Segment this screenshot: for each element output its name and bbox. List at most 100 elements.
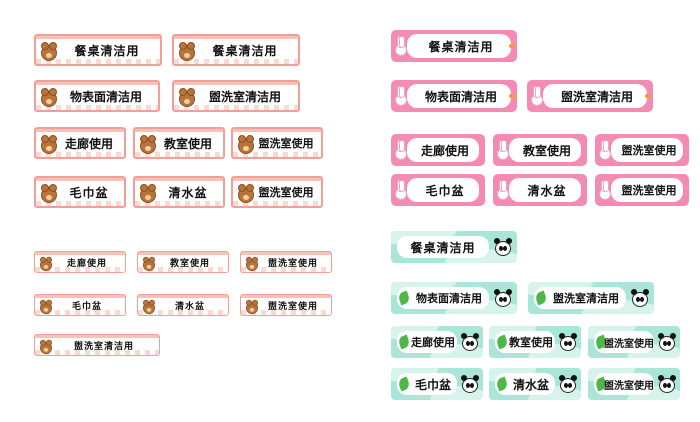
rabbit-label: 教室使用 (493, 134, 587, 166)
rabbit-face-icon (395, 140, 407, 160)
rabbit-label: 盥洗室使用 (595, 134, 689, 166)
carrot-icon (645, 94, 651, 98)
label-text: 物表面清洁用 (416, 292, 482, 305)
label-text: 物表面清洁用 (69, 89, 142, 104)
rabbit-label: 餐桌清洁用 (391, 30, 517, 62)
label-text: 盥洗室使用 (267, 258, 318, 269)
bear-label: 清水盆 (133, 176, 225, 208)
bear-label: 盥洗室使用 (231, 127, 323, 159)
bear-label: 餐桌清洁用 (172, 34, 300, 66)
bear-face-icon (238, 135, 254, 154)
label-text: 盥洗室使用 (267, 301, 318, 312)
label-text: 物表面清洁用 (424, 89, 497, 104)
bear-face-icon (40, 299, 52, 314)
label-text: 餐桌清洁用 (428, 39, 494, 54)
bear-label-small: 毛巾盆 (34, 294, 126, 316)
label-text: 盥洗室使用 (258, 186, 314, 199)
rabbit-label: 清水盆 (493, 174, 587, 206)
panda-label: 餐桌清洁用 (391, 231, 517, 263)
bear-face-icon (40, 256, 52, 271)
label-text: 清水盆 (174, 301, 205, 312)
label-text: 教室使用 (169, 258, 210, 269)
panda-face-icon (494, 238, 512, 256)
rabbit-face-icon (599, 140, 611, 160)
bear-label-small: 教室使用 (137, 251, 229, 273)
bear-face-icon (143, 256, 155, 271)
panda-label: 走廊使用 (391, 326, 483, 358)
panda-face-icon (461, 333, 479, 351)
label-text: 盥洗室清洁用 (73, 341, 134, 352)
label-text: 毛巾盆 (71, 301, 102, 312)
bear-label-small: 走廊使用 (34, 251, 126, 273)
bear-label-small: 盥洗室使用 (240, 251, 332, 273)
label-text: 餐桌清洁用 (410, 240, 476, 255)
label-text: 走廊使用 (66, 258, 107, 269)
panda-face-icon (494, 289, 512, 307)
bear-label-small: 盥洗室清洁用 (34, 334, 160, 356)
label-text: 毛巾盆 (69, 185, 109, 200)
label-text: 清水盆 (168, 185, 208, 200)
bear-label-small: 清水盆 (137, 294, 229, 316)
label-text: 教室使用 (163, 136, 212, 151)
bear-label: 走廊使用 (34, 127, 126, 159)
bear-face-icon (246, 256, 258, 271)
label-text: 清水盆 (527, 183, 567, 198)
label-text: 清水盆 (512, 377, 549, 392)
bear-face-icon (238, 184, 254, 203)
rabbit-face-icon (531, 86, 543, 106)
label-text: 餐桌清洁用 (74, 43, 140, 58)
rabbit-face-icon (497, 180, 509, 200)
panda-label: 清水盆 (489, 368, 581, 400)
label-text: 教室使用 (509, 336, 553, 349)
label-text: 盥洗室使用 (621, 144, 677, 157)
label-text: 盥洗室清洁用 (560, 89, 633, 104)
label-text: 走廊使用 (420, 143, 469, 158)
bear-face-icon (179, 88, 195, 107)
panda-label: 毛巾盆 (391, 368, 483, 400)
bear-face-icon (140, 135, 156, 154)
bear-face-icon (41, 135, 57, 154)
label-text: 毛巾盆 (414, 377, 451, 392)
label-text: 盥洗室使用 (604, 380, 654, 392)
rabbit-label: 盥洗室使用 (595, 174, 689, 206)
panda-face-icon (559, 333, 577, 351)
label-text: 走廊使用 (64, 136, 113, 151)
panda-face-icon (631, 289, 649, 307)
bear-face-icon (41, 184, 57, 203)
panda-face-icon (658, 333, 676, 351)
rabbit-label: 物表面清洁用 (391, 80, 517, 112)
label-text: 盥洗室清洁用 (553, 292, 619, 305)
panda-label: 盥洗室使用 (588, 368, 680, 400)
label-text: 盥洗室使用 (621, 184, 677, 197)
label-text: 教室使用 (522, 143, 571, 158)
label-text: 盥洗室使用 (604, 338, 654, 350)
rabbit-face-icon (395, 86, 407, 106)
rabbit-face-icon (599, 180, 611, 200)
bear-face-icon (40, 339, 52, 354)
bear-face-icon (179, 42, 195, 61)
panda-face-icon (461, 375, 479, 393)
rabbit-label: 盥洗室清洁用 (527, 80, 653, 112)
bear-face-icon (143, 299, 155, 314)
bear-face-icon (246, 299, 258, 314)
bear-face-icon (41, 42, 57, 61)
label-text: 走廊使用 (411, 336, 455, 349)
bear-label: 盥洗室清洁用 (172, 80, 300, 112)
carrot-icon (509, 94, 515, 98)
bear-face-icon (140, 184, 156, 203)
panda-face-icon (658, 375, 676, 393)
bear-label: 盥洗室使用 (231, 176, 323, 208)
carrot-icon (509, 44, 515, 48)
label-text: 盥洗室使用 (258, 137, 314, 150)
rabbit-face-icon (395, 36, 407, 56)
label-text: 餐桌清洁用 (212, 43, 278, 58)
rabbit-face-icon (395, 180, 407, 200)
rabbit-label: 毛巾盆 (391, 174, 485, 206)
bear-label: 餐桌清洁用 (34, 34, 162, 66)
label-text: 盥洗室清洁用 (208, 89, 281, 104)
bear-label: 毛巾盆 (34, 176, 126, 208)
bear-label: 教室使用 (133, 127, 225, 159)
panda-label: 教室使用 (489, 326, 581, 358)
bear-label: 物表面清洁用 (34, 80, 160, 112)
